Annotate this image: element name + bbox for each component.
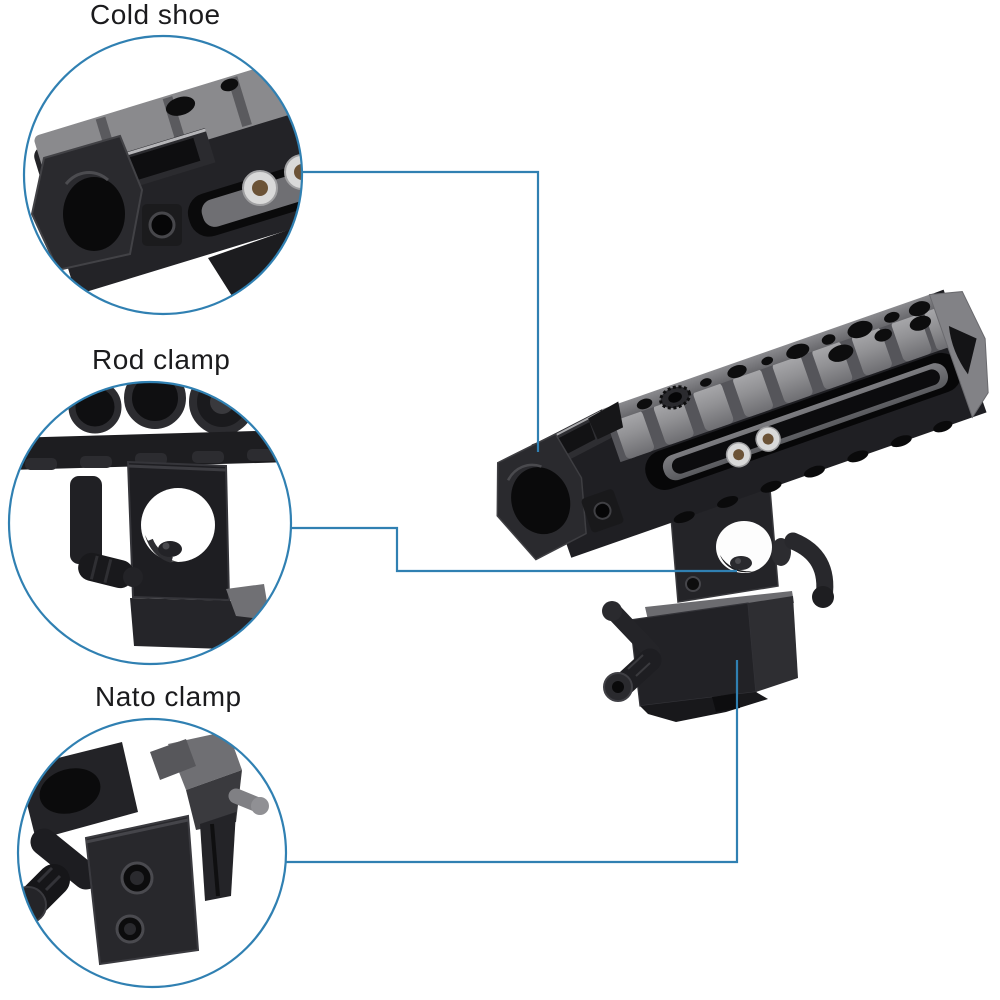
threaded-holes bbox=[115, 861, 154, 944]
nato-clamp-block bbox=[602, 591, 798, 722]
connector-line-rod-clamp bbox=[291, 526, 737, 573]
rosette-mount-icon bbox=[659, 385, 692, 410]
handle-bar bbox=[496, 289, 989, 561]
cold-shoe-label: Cold shoe bbox=[90, 0, 221, 30]
handle-front-face bbox=[496, 433, 624, 561]
callout-circle-cold-shoe bbox=[22, 34, 304, 316]
handle-end-cap bbox=[928, 291, 989, 419]
handle-bottom-notches bbox=[673, 420, 953, 524]
rod-clamp-lever-icon bbox=[771, 532, 834, 608]
callout-circle-rod-clamp bbox=[7, 380, 293, 666]
callout-circle-nato-clamp bbox=[16, 717, 288, 989]
connector-lines bbox=[286, 170, 739, 864]
nato-clamp-lever-icon bbox=[602, 601, 662, 702]
connector-line-cold-shoe bbox=[300, 170, 540, 452]
nato-clamp-label: Nato clamp bbox=[95, 681, 242, 712]
clamp-assembly bbox=[602, 482, 834, 722]
rod-clamp-label: Rod clamp bbox=[92, 344, 231, 375]
rod-clamp-block bbox=[669, 482, 834, 608]
handle-top-holes bbox=[636, 301, 932, 410]
mounting-screws bbox=[725, 426, 781, 468]
connector-line-nato-clamp bbox=[286, 660, 739, 864]
